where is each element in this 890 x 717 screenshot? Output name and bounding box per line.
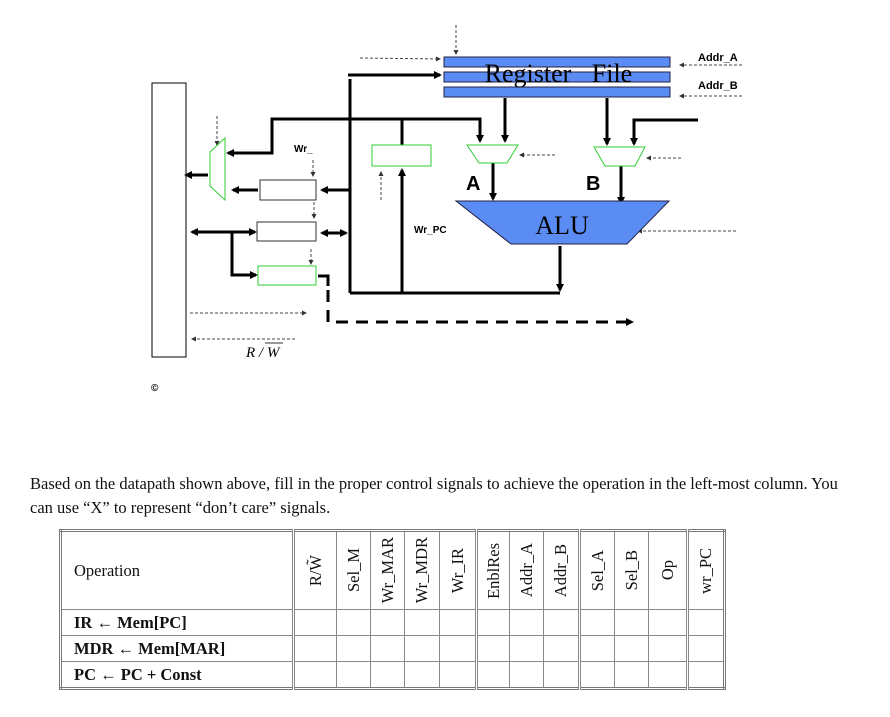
col-wr-mar: Wr_MAR xyxy=(377,537,397,604)
wr-pc-label: Wr_PC xyxy=(414,225,447,236)
col-sel-m: Sel_M xyxy=(343,548,363,593)
table-row: MDR ← Mem[MAR] xyxy=(60,635,725,662)
signal-cell[interactable] xyxy=(475,661,510,689)
memory-mux xyxy=(209,136,226,202)
mux-a xyxy=(466,144,519,164)
signal-cell[interactable] xyxy=(439,661,477,689)
col-wr-pc: wr_PC xyxy=(696,547,715,594)
col-wr-ir: Wr_IR xyxy=(447,547,467,594)
operation-cell: PC ← PC + Const xyxy=(60,661,294,689)
signal-cell[interactable] xyxy=(475,635,510,662)
signal-cell[interactable] xyxy=(439,609,477,636)
signal-cell[interactable] xyxy=(370,661,405,689)
mux-b xyxy=(593,146,646,167)
table-row: PC ← PC + Const xyxy=(60,661,725,689)
signal-cell[interactable] xyxy=(578,609,615,636)
signal-cell[interactable] xyxy=(370,635,405,662)
col-sel-a: Sel_A xyxy=(587,549,607,592)
signal-cell[interactable] xyxy=(509,661,544,689)
signal-cell[interactable] xyxy=(404,609,440,636)
signal-cell[interactable] xyxy=(614,609,649,636)
signal-cell[interactable] xyxy=(543,661,580,689)
signal-cell[interactable] xyxy=(336,609,371,636)
signal-cell[interactable] xyxy=(292,635,337,662)
addr-a-label: Addr_A xyxy=(698,52,738,64)
register-file-label-2: File xyxy=(592,59,632,88)
wr-label: Wr_ xyxy=(294,144,313,155)
signal-cell[interactable] xyxy=(509,635,544,662)
signal-cell[interactable] xyxy=(614,635,649,662)
signal-cell[interactable] xyxy=(543,609,580,636)
col-sel-b: Sel_B xyxy=(621,550,641,591)
signal-cell[interactable] xyxy=(686,661,725,689)
signal-cell[interactable] xyxy=(648,661,688,689)
col-rw: R/W̃ xyxy=(305,554,325,587)
signal-cell[interactable] xyxy=(578,635,615,662)
signal-cell[interactable] xyxy=(648,609,688,636)
table-row: IR ← Mem[PC] xyxy=(60,609,725,636)
signal-cell[interactable] xyxy=(614,661,649,689)
col-addr-b: Addr_B xyxy=(551,543,570,598)
signal-cell[interactable] xyxy=(686,635,725,662)
signal-cell[interactable] xyxy=(336,661,371,689)
instructions: Based on the datapath shown above, fill … xyxy=(30,474,838,517)
operation-cell: MDR ← Mem[MAR] xyxy=(60,635,294,662)
control-signal-table: Operation R/W̃ Sel_M Wr_MAR Wr_MDR Wr_IR… xyxy=(59,529,726,690)
copyright: © xyxy=(151,383,159,394)
col-addr-a: Addr_A xyxy=(516,543,536,598)
mux-b-label: B xyxy=(586,173,600,195)
signal-cell[interactable] xyxy=(404,661,440,689)
register-file: Register File xyxy=(443,56,671,98)
signal-cell[interactable] xyxy=(439,635,477,662)
pc-register xyxy=(371,144,432,167)
register-file-label: Register xyxy=(485,59,572,88)
signal-cell[interactable] xyxy=(543,635,580,662)
alu xyxy=(454,200,671,245)
signal-cell[interactable] xyxy=(336,635,371,662)
signal-cell[interactable] xyxy=(475,609,510,636)
signal-cell[interactable] xyxy=(292,609,337,636)
signal-cell[interactable] xyxy=(370,609,405,636)
signal-cell[interactable] xyxy=(578,661,615,689)
col-op: Op xyxy=(657,560,677,581)
memory-block xyxy=(151,82,187,358)
rw-label: R / W xyxy=(245,345,281,361)
col-operation: Operation xyxy=(60,530,294,610)
signal-cell[interactable] xyxy=(509,609,544,636)
mdr-register xyxy=(256,221,317,242)
alu-label: ALU xyxy=(535,211,589,240)
table-header-row: Operation R/W̃ Sel_M Wr_MAR Wr_MDR Wr_IR… xyxy=(60,530,725,610)
signal-cell[interactable] xyxy=(648,635,688,662)
signal-cell[interactable] xyxy=(292,661,337,689)
datapath-diagram: Register File Addr_A Addr_B xyxy=(151,25,742,394)
col-enblres: EnblRes xyxy=(483,542,503,599)
col-wr-mdr: Wr_MDR xyxy=(412,537,431,604)
mux-a-label: A xyxy=(466,173,480,195)
addr-b-label: Addr_B xyxy=(698,80,738,92)
operation-cell: IR ← Mem[PC] xyxy=(60,609,294,636)
signal-cell[interactable] xyxy=(404,635,440,662)
mar-register xyxy=(259,179,317,201)
ir-register xyxy=(257,265,317,286)
signal-cell[interactable] xyxy=(686,609,725,636)
